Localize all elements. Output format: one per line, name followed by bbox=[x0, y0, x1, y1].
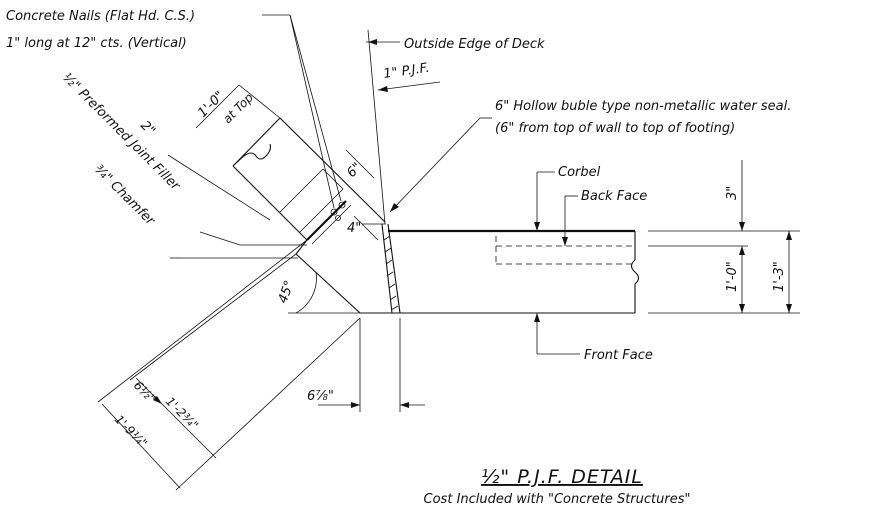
dim-1-9-1-4: 1'-9¼" bbox=[112, 412, 150, 450]
pjf-label: 1" P.J.F. bbox=[382, 61, 430, 82]
wingwall-top-edge bbox=[232, 117, 281, 167]
leaders bbox=[170, 14, 580, 355]
seal-label-line2: (6" from top of wall to top of footing) bbox=[495, 121, 735, 136]
dim-1-3-arrow-bottom bbox=[786, 304, 792, 313]
chamfer-label: ¾" Chamfer bbox=[91, 162, 158, 229]
ext-line-top bbox=[97, 239, 308, 403]
construction-line-3 bbox=[322, 168, 344, 190]
seal-leader-diag bbox=[389, 117, 481, 213]
outside-edge-label: Outside Edge of Deck bbox=[404, 37, 545, 52]
wingwall-break-line bbox=[243, 143, 272, 160]
joint-filler-strip bbox=[306, 200, 347, 241]
dim-6-half: 6½" bbox=[131, 378, 158, 405]
wingwall bbox=[232, 117, 386, 241]
nails-leader-1 bbox=[289, 14, 335, 209]
dim-top-ext bbox=[238, 84, 281, 119]
filler-leader-1 bbox=[199, 231, 241, 246]
dim-3-arrow bbox=[739, 222, 745, 231]
dim-1-9-1-4-line bbox=[101, 403, 181, 489]
nails-label-line2: 1" long at 12" cts. (Vertical) bbox=[6, 36, 187, 51]
nail-3 bbox=[335, 215, 341, 221]
dim-6-7-8: 6⅞" bbox=[307, 389, 334, 404]
seal-label-line1: 6" Hollow buble type non-metallic water … bbox=[495, 99, 791, 114]
pjf-leader bbox=[377, 81, 441, 91]
deck-edge-line bbox=[367, 29, 386, 225]
seal-leader-arrow bbox=[390, 203, 399, 212]
construction-line-1 bbox=[279, 168, 324, 213]
dim-4-line bbox=[353, 215, 379, 241]
corbel-leader-arrow bbox=[534, 222, 540, 231]
nail-2 bbox=[338, 201, 346, 209]
corbel-label: Corbel bbox=[558, 165, 601, 180]
bottom-dimension bbox=[318, 318, 425, 412]
dim-1-0-arrow-bottom bbox=[739, 304, 745, 313]
wall-break-wave bbox=[630, 259, 640, 285]
dim-6: 6" bbox=[344, 160, 365, 181]
joint-filler-strip-2 bbox=[311, 204, 352, 245]
chamfer-edge bbox=[295, 239, 308, 255]
detail-title: ½" P.J.F. DETAIL bbox=[481, 466, 643, 488]
break-tail bbox=[232, 155, 245, 167]
dim-1-2-3-4: 1'-2¾" bbox=[163, 394, 201, 432]
dim-4: 4" bbox=[347, 221, 361, 236]
pjf-edge-left bbox=[381, 223, 393, 314]
detail-subtitle: Cost Included with "Concrete Structures" bbox=[424, 492, 691, 507]
deck-edge-arrow bbox=[368, 39, 377, 45]
ext-line-chamfer bbox=[129, 253, 297, 381]
filler-label: ½" Preformed Joint Filler bbox=[59, 70, 183, 194]
ext-line-bottom bbox=[175, 317, 361, 491]
nails-label-line1: Concrete Nails (Flat Hd. C.S.) bbox=[6, 9, 195, 24]
diagonal-dimensions bbox=[97, 239, 361, 491]
dim-angle: 45° bbox=[276, 279, 298, 306]
pjf-leader-arrow bbox=[378, 86, 388, 92]
dim-1-0-arrow-top bbox=[739, 246, 745, 255]
pjf-joint bbox=[381, 223, 401, 314]
front-face-label: Front Face bbox=[584, 348, 653, 363]
dim-2-line bbox=[167, 154, 271, 221]
dim-arrow-left bbox=[351, 402, 360, 408]
angle-arc bbox=[295, 271, 317, 314]
wingwall-45-edge bbox=[295, 253, 361, 314]
frontface-leader-arrow bbox=[534, 313, 540, 322]
dim-1-3: 1'-3" bbox=[772, 261, 787, 292]
nail-1 bbox=[330, 208, 338, 216]
upper-dimensions bbox=[167, 84, 379, 241]
dim-arrow-right bbox=[400, 402, 409, 408]
right-dimensions bbox=[739, 160, 792, 313]
dim-1-2-3-4-line bbox=[161, 403, 217, 459]
dim-3: 3" bbox=[725, 186, 740, 200]
back-face-label: Back Face bbox=[581, 189, 647, 204]
dim-6-line bbox=[345, 149, 375, 179]
nails-leader-2 bbox=[289, 14, 342, 202]
construction-line-2 bbox=[299, 188, 344, 233]
dim-1-0-top-line bbox=[195, 84, 240, 129]
pjf-hatch bbox=[383, 235, 399, 311]
dim-arrow-6half bbox=[153, 396, 162, 404]
dim-at-top: at Top bbox=[220, 90, 256, 126]
abutment-wall bbox=[288, 229, 800, 314]
pjf-edge-right bbox=[387, 223, 401, 314]
backface-leader-arrow bbox=[562, 237, 568, 246]
dim-1-0: 1'-0" bbox=[725, 261, 740, 292]
dim-1-3-arrow-top bbox=[786, 231, 792, 240]
labels: Concrete Nails (Flat Hd. C.S.) 1" long a… bbox=[6, 9, 791, 507]
dim-2: 2" bbox=[137, 118, 158, 139]
wingwall-inner-edge bbox=[232, 165, 308, 241]
